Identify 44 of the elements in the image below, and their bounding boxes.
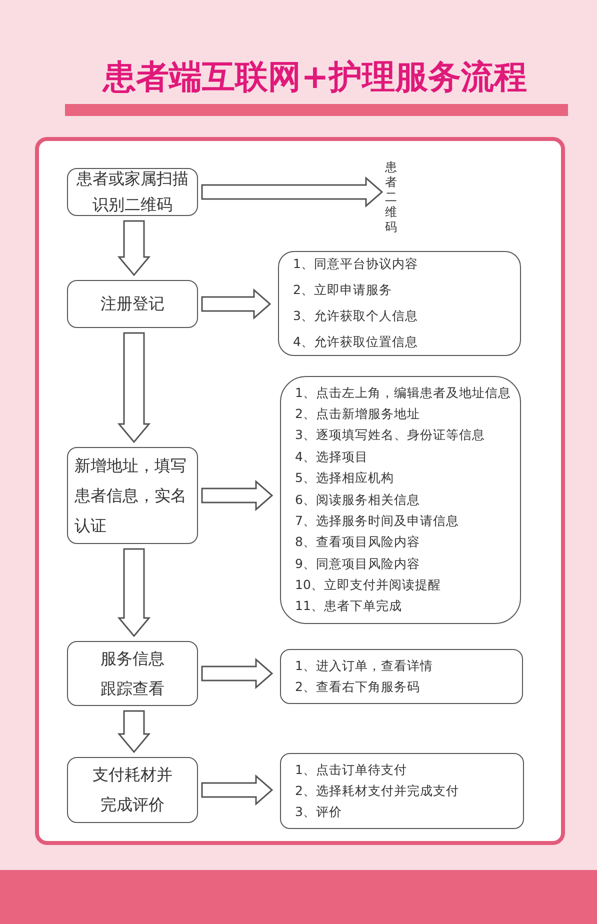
block-arrow — [117, 548, 151, 638]
list-item: 8、查看项目风险内容 — [295, 534, 421, 552]
block-arrow — [201, 288, 272, 320]
list-item: 5、选择相应机构 — [295, 470, 395, 488]
process-box — [67, 447, 198, 544]
list-item: 3、评价 — [295, 804, 343, 820]
step-text: 患者或家属扫描识别二维码 — [76, 168, 190, 216]
list-item: 7、选择服务时间及申请信息 — [295, 512, 460, 530]
list-item: 1、点击左上角，编辑患者及地址信息 — [295, 384, 510, 402]
list-item: 10、立即支付并阅读提醒 — [295, 577, 442, 594]
list-item: 6、阅读服务相关信息 — [295, 492, 421, 508]
detail-box — [280, 753, 524, 829]
step-text: 注册登记 — [100, 293, 164, 315]
detail-box — [278, 251, 521, 356]
process-box — [67, 757, 198, 823]
list-item: 1、同意平台协议内容 — [293, 256, 419, 273]
block-arrow — [201, 774, 274, 806]
detail-box — [280, 649, 523, 704]
list-item: 2、选择耗材支付并完成支付 — [295, 782, 460, 800]
block-arrow — [201, 658, 274, 690]
detail-box — [280, 376, 521, 624]
process-box — [67, 280, 198, 328]
list-item: 2、立即申请服务 — [293, 282, 393, 299]
list-item: 1、点击订单待支付 — [295, 762, 408, 778]
process-box — [67, 641, 198, 706]
step-text: 服务信息跟踪查看 — [100, 648, 166, 700]
block-arrow — [117, 332, 151, 444]
list-item: 11、患者下单完成 — [295, 598, 403, 616]
step-text: 支付耗材并完成评价 — [92, 764, 174, 816]
list-item: 2、点击新增服务地址 — [295, 406, 421, 423]
list-item: 3、允许获取个人信息 — [293, 308, 419, 325]
qr-caption: 患者二维码 — [385, 160, 401, 235]
step-text: 新增地址，填写患者信息，实名认证 — [74, 454, 188, 536]
list-item: 9、同意项目风险内容 — [295, 556, 421, 573]
list-item: 4、允许获取位置信息 — [293, 334, 419, 351]
block-arrow — [117, 220, 151, 276]
block-arrow — [201, 176, 384, 208]
list-item: 4、选择项目 — [295, 448, 369, 466]
list-item: 1、进入订单，查看详情 — [295, 658, 434, 674]
list-item: 3、逐项填写姓名、身份证等信息 — [295, 427, 486, 444]
list-item: 2、查看右下角服务码 — [295, 678, 421, 696]
block-arrow — [201, 480, 274, 512]
title: 患者端互联网+护理服务流程 — [101, 56, 528, 98]
block-arrow — [117, 710, 151, 754]
